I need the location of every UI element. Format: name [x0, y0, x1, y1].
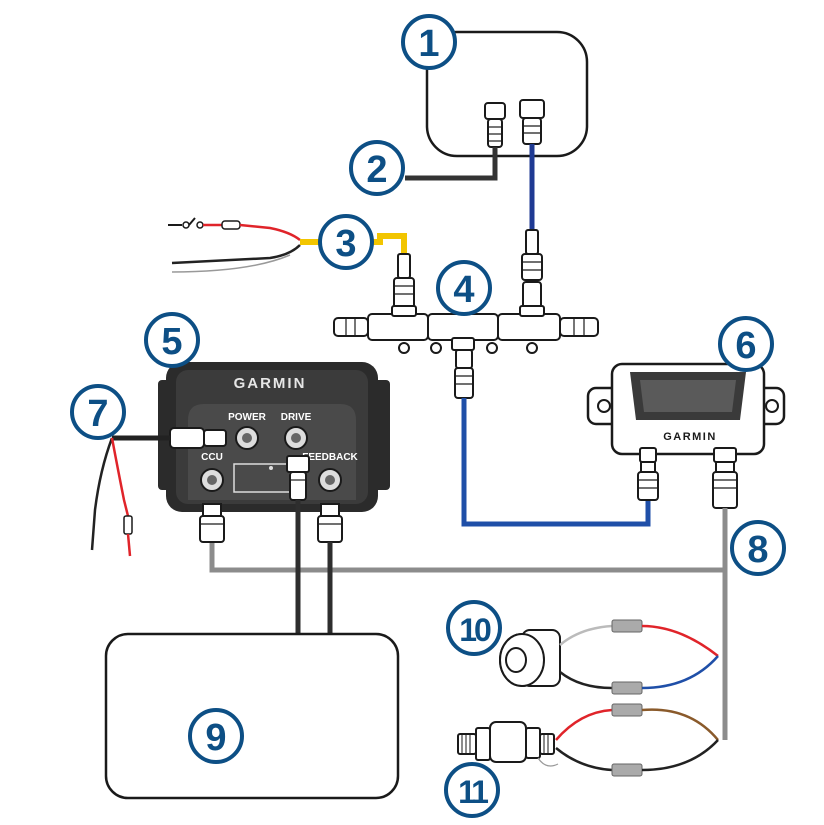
buzzer-wires — [559, 619, 719, 695]
ccu-unit: GARMIN — [586, 362, 786, 463]
callout-1-text: 1 — [418, 23, 439, 65]
callout-4: 4 — [436, 260, 492, 316]
chartplotter-connector-nmea — [519, 99, 545, 145]
callout-10: 10 — [446, 600, 502, 656]
callout-9: 9 — [188, 708, 244, 764]
callout-2: 2 — [349, 140, 405, 196]
power-cable-chartplotter — [405, 147, 498, 181]
nmea-backbone — [333, 305, 599, 399]
callout-1: 1 — [401, 14, 457, 70]
buzzer — [499, 629, 561, 687]
callout-8: 8 — [730, 520, 786, 576]
shadow-drive-wires — [555, 703, 719, 777]
callout-5: 5 — [144, 312, 200, 368]
drive-motor-connector — [286, 455, 310, 501]
drive-port-label-drive: DRIVE — [281, 412, 312, 423]
callout-3: 3 — [318, 214, 374, 270]
callout-2-text: 2 — [366, 149, 387, 191]
callout-11: 11 — [444, 762, 500, 818]
chartplotter-connector-power — [484, 102, 506, 148]
nmea-drop-connector-top — [521, 229, 543, 317]
callout-11-text: 11 — [458, 774, 488, 810]
drive-power-connector — [169, 427, 227, 449]
drive-power-cable — [90, 435, 170, 557]
drive-unit: GARMIN POWER DRIVE CCU FEEDBACK — [158, 362, 390, 512]
drive-feedback-connector — [317, 503, 343, 543]
shadow-drive-sensor — [457, 721, 559, 767]
drive-brand-label: GARMIN — [234, 375, 307, 392]
chartplotter-box — [425, 30, 589, 158]
callout-3-text: 3 — [335, 223, 356, 265]
callout-7: 7 — [70, 384, 126, 440]
callout-7-text: 7 — [87, 393, 108, 435]
callout-8-text: 8 — [747, 529, 768, 571]
nmea-drop-cable-ccu — [461, 398, 651, 527]
callout-10-text: 10 — [459, 612, 491, 648]
ccu-cable-connector — [712, 461, 738, 509]
callout-9-text: 9 — [205, 717, 226, 759]
callout-6: 6 — [718, 316, 774, 372]
callout-6-text: 6 — [735, 325, 756, 367]
drive-port-label-power: POWER — [228, 412, 267, 423]
nmea-power-connector — [393, 253, 415, 309]
callout-4-text: 4 — [453, 269, 474, 311]
ccu-nmea-connector — [637, 461, 659, 501]
drive-port-label-feedback: FEEDBACK — [302, 452, 358, 463]
pump-box — [104, 632, 400, 800]
callout-5-text: 5 — [161, 321, 182, 363]
ccu-cable — [209, 508, 728, 740]
drive-port-label-ccu: CCU — [201, 452, 223, 463]
drive-ccu-connector — [199, 503, 225, 543]
ccu-brand-label: GARMIN — [663, 431, 717, 443]
